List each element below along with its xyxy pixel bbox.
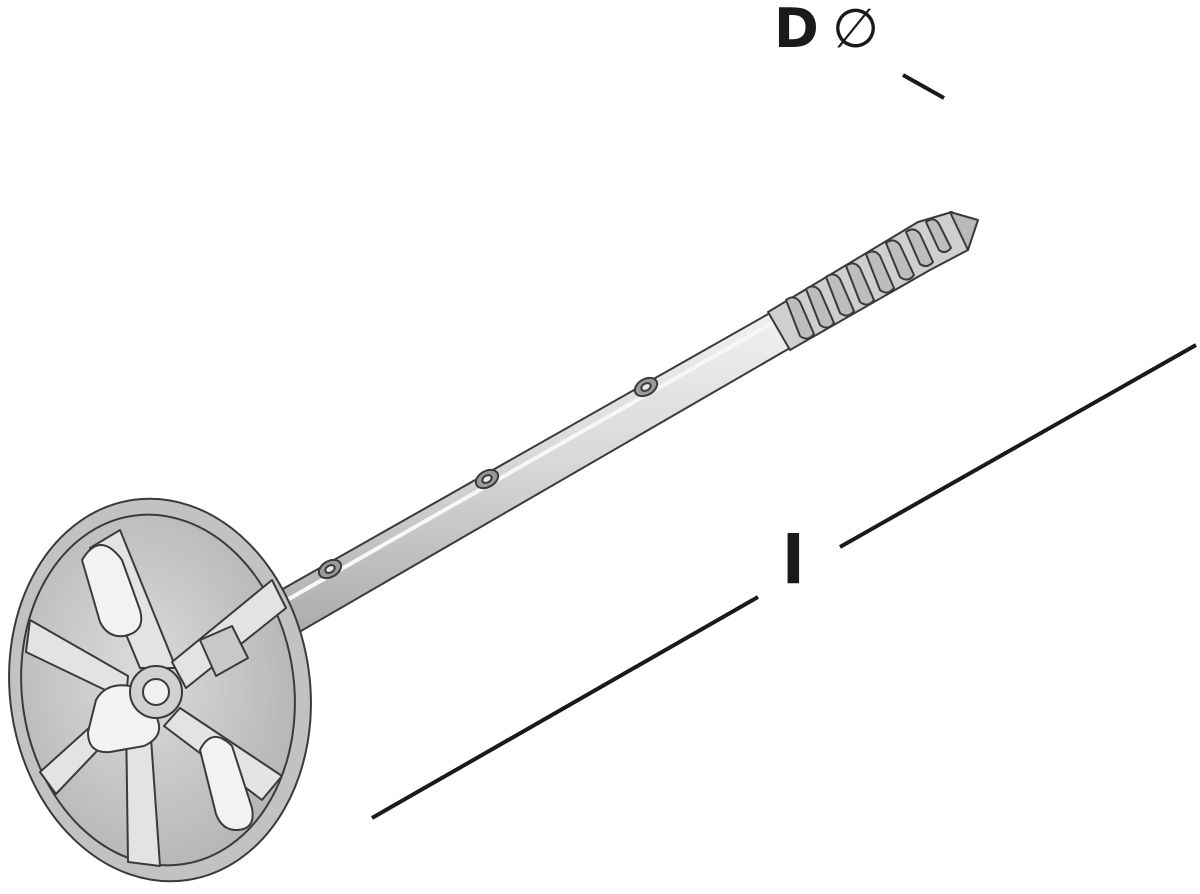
length-line-lower — [371, 595, 759, 820]
head-spoke — [25, 619, 129, 701]
diameter-leader-line — [902, 73, 945, 100]
diameter-label: D — [774, 0, 819, 60]
shaft-hole — [640, 382, 652, 392]
anchor-hub-bore — [142, 678, 170, 706]
diameter-symbol: ∅ — [832, 0, 880, 60]
anchor-thread-ribs — [785, 218, 952, 340]
length-line-upper — [839, 343, 1197, 549]
length-label: l — [782, 522, 805, 599]
anchor-head-socket — [199, 625, 249, 677]
shaft-holes — [317, 376, 659, 580]
head-slot — [199, 736, 254, 831]
anchor-shaft — [257, 312, 791, 643]
shaft-highlight — [265, 320, 775, 614]
anchor-tip — [949, 211, 979, 251]
shaft-hole — [324, 564, 336, 574]
head-slot — [81, 544, 143, 638]
insulation-anchor — [8, 211, 979, 883]
shaft-hole — [481, 474, 493, 484]
